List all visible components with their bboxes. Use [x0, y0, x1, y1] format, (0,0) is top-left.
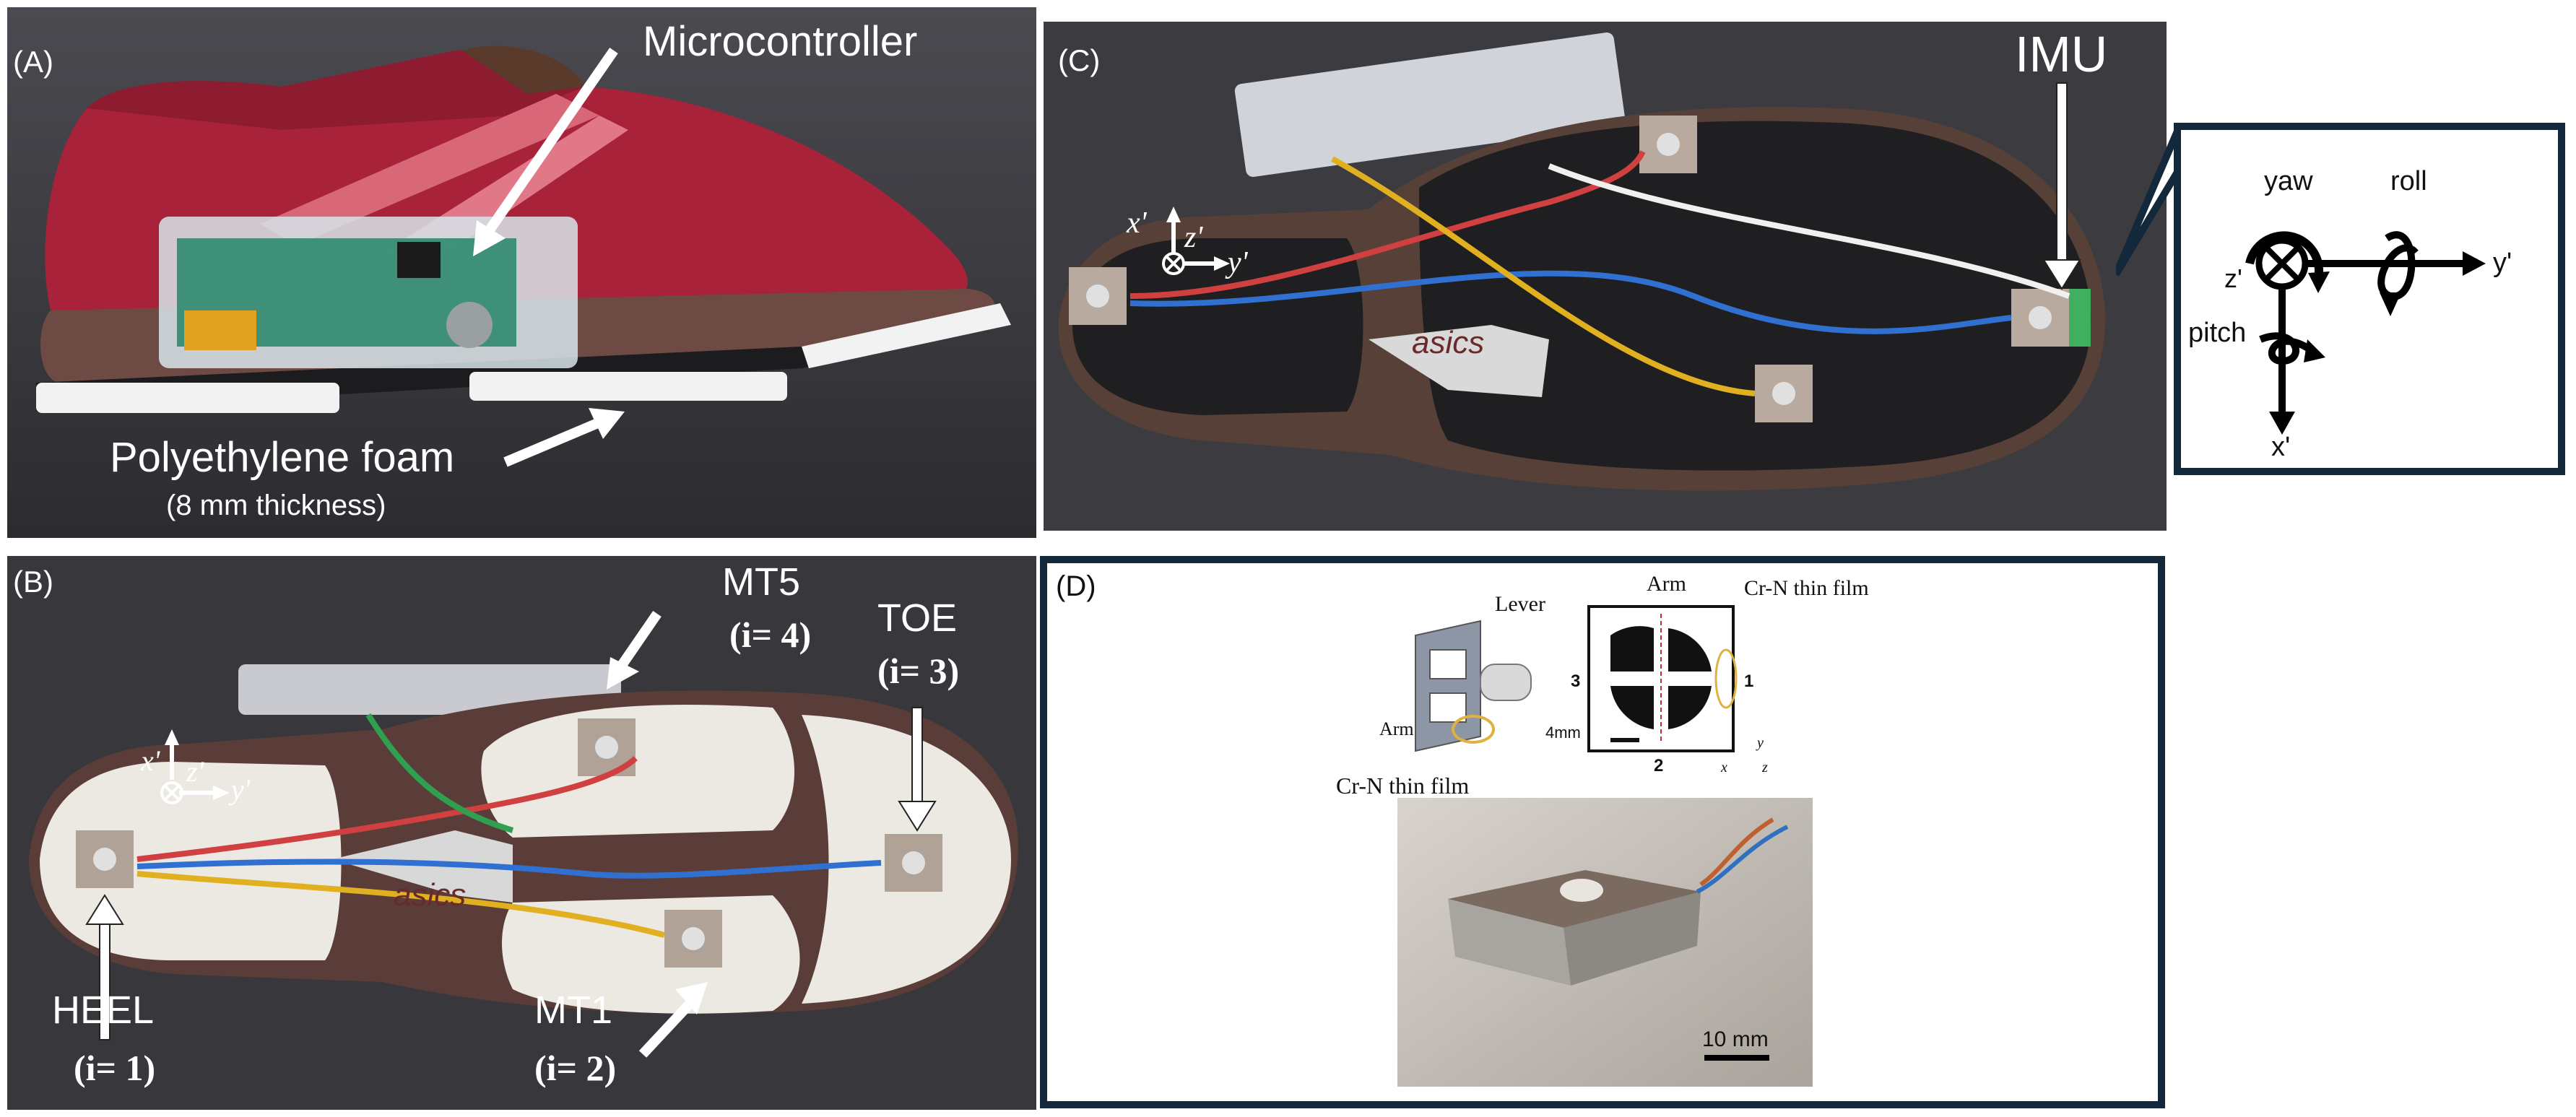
- axis-y-label-b: y': [231, 773, 251, 806]
- imu-label: IMU: [2015, 26, 2108, 82]
- toe-index-label: (i= 3): [877, 651, 960, 691]
- number-3-label: 3: [1571, 671, 1581, 691]
- sensor-photo-illustration: [1397, 798, 1813, 1087]
- foam-label: Polyethylene foam: [110, 434, 455, 481]
- brand-label-b: asics: [394, 877, 467, 913]
- shoe-side-illustration: [7, 7, 1036, 538]
- imu-axes-inset: yaw roll pitch z' y' x': [2174, 123, 2565, 475]
- axis-x-label-c: x': [1127, 207, 1147, 240]
- mt5-index-label: (i= 4): [729, 614, 812, 655]
- imu-rotation-diagram: [2245, 231, 2486, 435]
- axis-x-label-d: x: [1721, 760, 1727, 775]
- arm-top-label: Arm: [1647, 572, 1686, 596]
- heel-label: HEEL: [52, 988, 155, 1032]
- number-2-label: 2: [1654, 756, 1664, 775]
- mt1-index-label: (i= 2): [534, 1048, 617, 1088]
- panel-b-photo: (B) x' z' y' asics HEEL (i= 1) MT1 (i= 2…: [7, 556, 1036, 1110]
- axis-z-label-inset: z': [2224, 264, 2242, 293]
- axis-y-label-d: y: [1757, 735, 1764, 751]
- scale-large-label: 10 mm: [1702, 1027, 1769, 1051]
- sensor-photo: 10 mm: [1397, 798, 1813, 1087]
- panel-a-photo: (A) Microcontroller Polyethylene foam (8…: [7, 7, 1036, 538]
- panel-d-frame: (D) Lever Arm Cr-N thin film Arm Cr-N th…: [1040, 556, 2165, 1108]
- toe-label: TOE: [877, 596, 958, 640]
- panel-b-label: (B): [13, 565, 53, 599]
- film-bottom-label: Cr-N thin film: [1336, 773, 1470, 799]
- sensor-lever-diagram: [1415, 620, 1532, 752]
- shoe-sole-imu-illustration: [1044, 22, 2167, 531]
- mt1-label: MT1: [534, 988, 612, 1032]
- sensor-top-view-diagram: [1587, 605, 1738, 752]
- axis-x-label-b: x': [141, 744, 160, 777]
- scale-small-label: 4mm: [1545, 723, 1581, 742]
- axis-y-label-inset: y': [2493, 248, 2512, 278]
- axis-z-label-c: z': [1184, 221, 1203, 254]
- brand-label-c: asics: [1412, 325, 1485, 360]
- film-top-label: Cr-N thin film: [1744, 576, 1869, 600]
- shoe-sole-illustration: [7, 556, 1036, 1110]
- lever-label: Lever: [1495, 592, 1545, 616]
- number-1-label: 1: [1744, 671, 1754, 691]
- arm-left-label: Arm: [1379, 718, 1414, 739]
- panel-d-label: (D): [1056, 570, 1096, 602]
- heel-index-label: (i= 1): [74, 1048, 156, 1088]
- foam-thickness-label: (8 mm thickness): [166, 490, 386, 521]
- axis-x-label-inset: x': [2271, 432, 2291, 462]
- mt5-label: MT5: [722, 560, 800, 604]
- yaw-label: yaw: [2264, 166, 2313, 196]
- panel-c-photo: (C) IMU x' z' y' asics: [1044, 22, 2167, 531]
- axis-z-label-d: z: [1762, 760, 1768, 775]
- roll-label: roll: [2390, 166, 2427, 196]
- panel-c-label: (C): [1058, 43, 1101, 77]
- panel-a-label: (A): [13, 45, 53, 79]
- axis-z-label-b: z': [186, 755, 204, 788]
- axis-y-label-c: y': [1228, 246, 1248, 279]
- microcontroller-label: Microcontroller: [643, 18, 918, 65]
- imu-callout-wedge: [2116, 123, 2181, 277]
- pitch-label: pitch: [2188, 318, 2247, 348]
